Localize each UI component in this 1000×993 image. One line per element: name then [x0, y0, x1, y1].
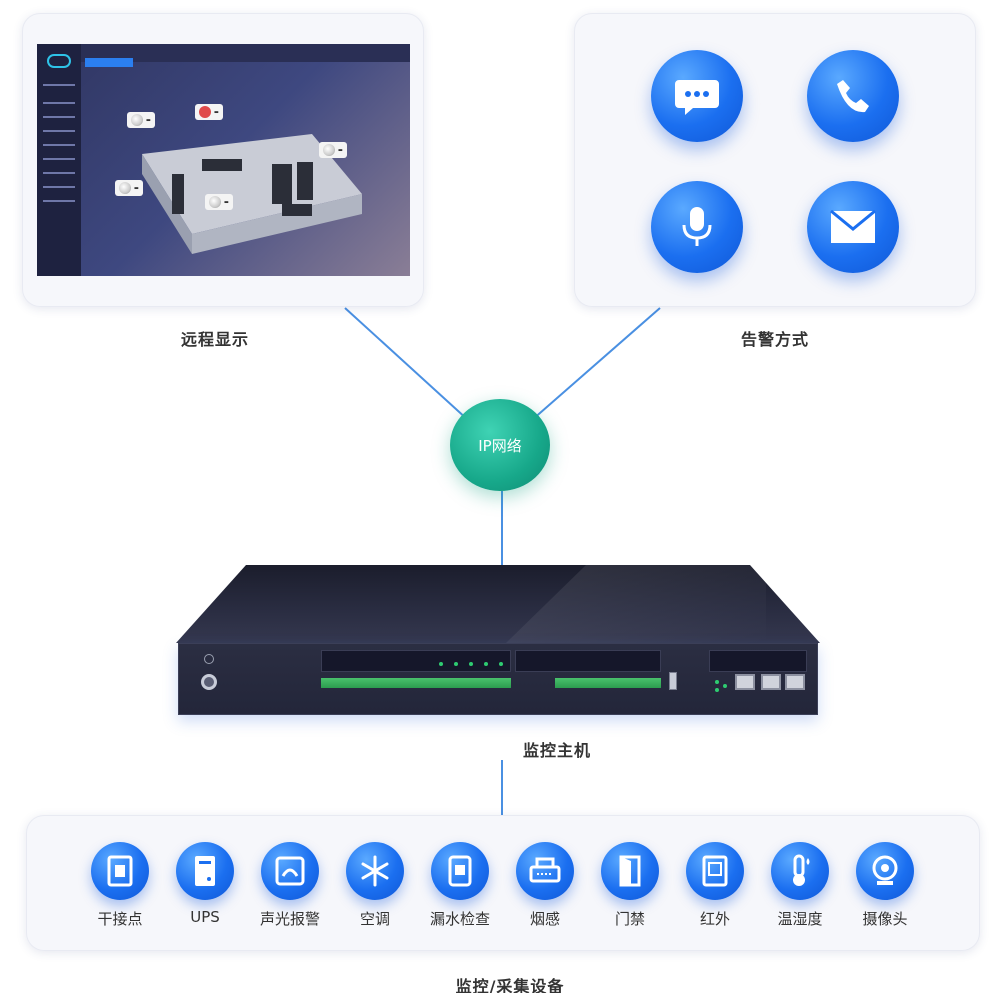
snowflake-icon [346, 842, 404, 900]
usb-port-icon [669, 672, 677, 690]
phone-icon [807, 50, 899, 142]
device-item: 声光报警 [245, 842, 335, 929]
ip-network-node: IP网络 [450, 399, 550, 491]
screen-topbar [81, 44, 410, 62]
device-label: 空调 [359, 910, 390, 928]
alert-methods-panel [574, 13, 976, 307]
cloud-logo-icon [47, 54, 71, 68]
device-label: 红外 [699, 910, 730, 928]
sensor-tag: ▬ [205, 194, 233, 210]
device-label: 摄像头 [862, 910, 908, 928]
mail-icon [807, 181, 899, 273]
camera-icon [856, 842, 914, 900]
alarm-tag: ▬ [195, 104, 223, 120]
smoke-detector-icon [516, 842, 574, 900]
sidebar-line [43, 102, 75, 104]
device-label: 烟感 [529, 910, 560, 928]
io-slot-1 [321, 650, 511, 672]
device-item: UPS [160, 842, 250, 926]
power-button-icon [201, 674, 217, 690]
monitor-devices-label: 监控/采集设备 [455, 977, 565, 993]
status-led [715, 688, 719, 692]
screen-sidebar [37, 44, 81, 276]
sidebar-line [43, 84, 75, 86]
microphone-icon [651, 181, 743, 273]
device-label: 温湿度 [777, 910, 823, 928]
device-label: 门禁 [614, 910, 645, 928]
sensor-tag: ▬ [127, 112, 155, 128]
sensor-tag: ▬ [115, 180, 143, 196]
alert-methods-label: 告警方式 [740, 330, 809, 349]
device-front-panel [178, 643, 818, 715]
terminal-block [321, 678, 511, 688]
device-item: 摄像头 [840, 842, 930, 929]
ground-icon [204, 654, 214, 664]
thermometer-icon [771, 842, 829, 900]
room-3d-view [142, 134, 362, 254]
water-leak-icon [431, 842, 489, 900]
sidebar-line [43, 186, 75, 188]
line-alert-to-ip [531, 307, 661, 421]
status-led [439, 662, 443, 666]
infrared-icon [686, 842, 744, 900]
device-label: 声光报警 [259, 910, 320, 928]
sidebar-line [43, 130, 75, 132]
device-item: 门禁 [585, 842, 675, 929]
terminal-block [555, 678, 661, 688]
status-led [484, 662, 488, 666]
device-label: 漏水检查 [429, 910, 490, 928]
sidebar-line [43, 144, 75, 146]
status-led [469, 662, 473, 666]
sidebar-line [43, 158, 75, 160]
remote-display-label: 远程显示 [180, 330, 249, 349]
sidebar-line [43, 200, 75, 202]
ethernet-port-icon [761, 674, 781, 690]
device-item: 温湿度 [755, 842, 845, 929]
device-label: UPS [190, 908, 220, 926]
door-icon [601, 842, 659, 900]
chat-icon [651, 50, 743, 142]
device-item: 干接点 [75, 842, 165, 929]
ethernet-port-icon [735, 674, 755, 690]
device-item: 空调 [330, 842, 420, 929]
alarm-icon [261, 842, 319, 900]
line-display-to-ip [344, 307, 469, 421]
monitor-host-device [176, 565, 820, 720]
sidebar-line [43, 116, 75, 118]
status-led [454, 662, 458, 666]
device-item: 烟感 [500, 842, 590, 929]
status-led [715, 680, 719, 684]
dry-contact-icon [91, 842, 149, 900]
io-slot-2 [515, 650, 661, 672]
remote-display-screen: ▬ ▬ ▬ ▬ ▬ [37, 44, 410, 276]
device-item: 红外 [670, 842, 760, 929]
sidebar-line [43, 172, 75, 174]
status-led [499, 662, 503, 666]
monitor-host-label: 监控主机 [522, 741, 591, 760]
ups-icon [176, 842, 234, 900]
io-slot-3 [709, 650, 807, 672]
status-led [723, 684, 727, 688]
sensor-tag: ▬ [319, 142, 347, 158]
ethernet-port-icon [785, 674, 805, 690]
device-item: 漏水检查 [415, 842, 505, 929]
screen-tab [85, 58, 133, 67]
device-label: 干接点 [97, 910, 143, 928]
device-top [176, 565, 820, 643]
